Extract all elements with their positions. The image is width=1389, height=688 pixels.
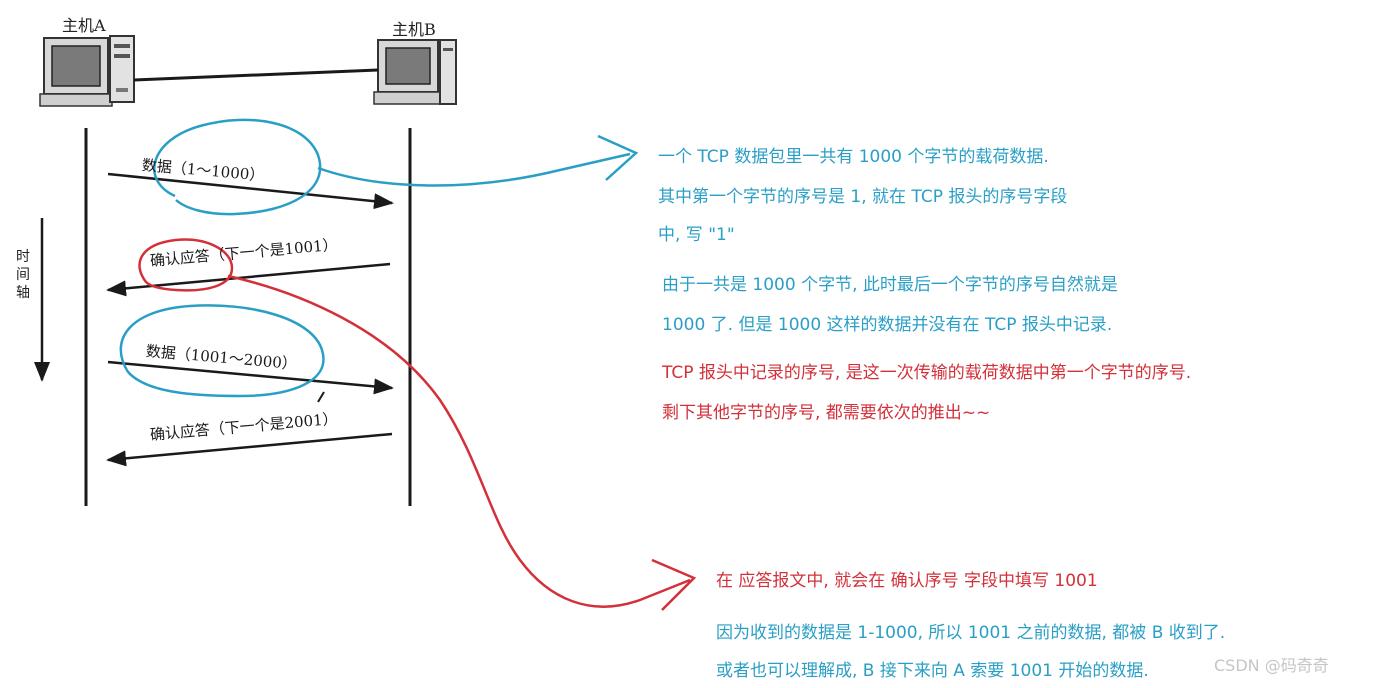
blue-circle-annotation-2: [119, 304, 325, 398]
note-red-1-line-2: 剩下其他字节的序号, 都需要依次的推出~~: [662, 403, 991, 423]
message-arrow-3: [107, 360, 394, 395]
blue-pointer-line: [317, 134, 639, 187]
note-blue-3-line-1: 因为收到的数据是 1-1000, 所以 1001 之前的数据, 都被 B 收到了…: [716, 623, 1226, 643]
note-blue-2-line-1: 由于一共是 1000 个字节, 此时最后一个字节的序号自然就是: [662, 275, 1118, 295]
note-blue-3-line-2: 或者也可以理解成, B 接下来向 A 索要 1001 开始的数据.: [716, 661, 1149, 681]
pen-mark: [317, 391, 325, 403]
note-red-1-line-1: TCP 报头中记录的序号, 是这一次传输的载荷数据中第一个字节的序号.: [662, 363, 1192, 383]
host-b-label: 主机B: [392, 20, 436, 39]
red-circle-annotation: [138, 238, 234, 292]
computer-a-icon: [39, 35, 135, 107]
note-red-2: 在 应答报文中, 就会在 确认序号 字段中填写 1001: [716, 571, 1098, 591]
computer-b-icon: [373, 39, 457, 105]
message-arrow-4: [106, 432, 393, 467]
note-blue-1-line-2: 其中第一个字节的序号是 1, 就在 TCP 报头的序号字段: [658, 187, 1068, 207]
note-blue-1-line-3: 中, 写 "1": [658, 225, 735, 245]
watermark: CSDN @码奇奇: [1214, 656, 1329, 675]
time-axis-label: 时间轴: [16, 249, 30, 301]
note-blue-2-line-2: 1000 了. 但是 1000 这样的数据并没有在 TCP 报头中记录.: [662, 315, 1113, 335]
note-blue-1-line-1: 一个 TCP 数据包里一共有 1000 个字节的载荷数据.: [658, 147, 1049, 167]
red-pointer-line: [227, 274, 697, 611]
blue-circle-annotation-1: [153, 118, 322, 216]
network-link: [133, 68, 379, 82]
host-a-label: 主机A: [62, 16, 106, 35]
